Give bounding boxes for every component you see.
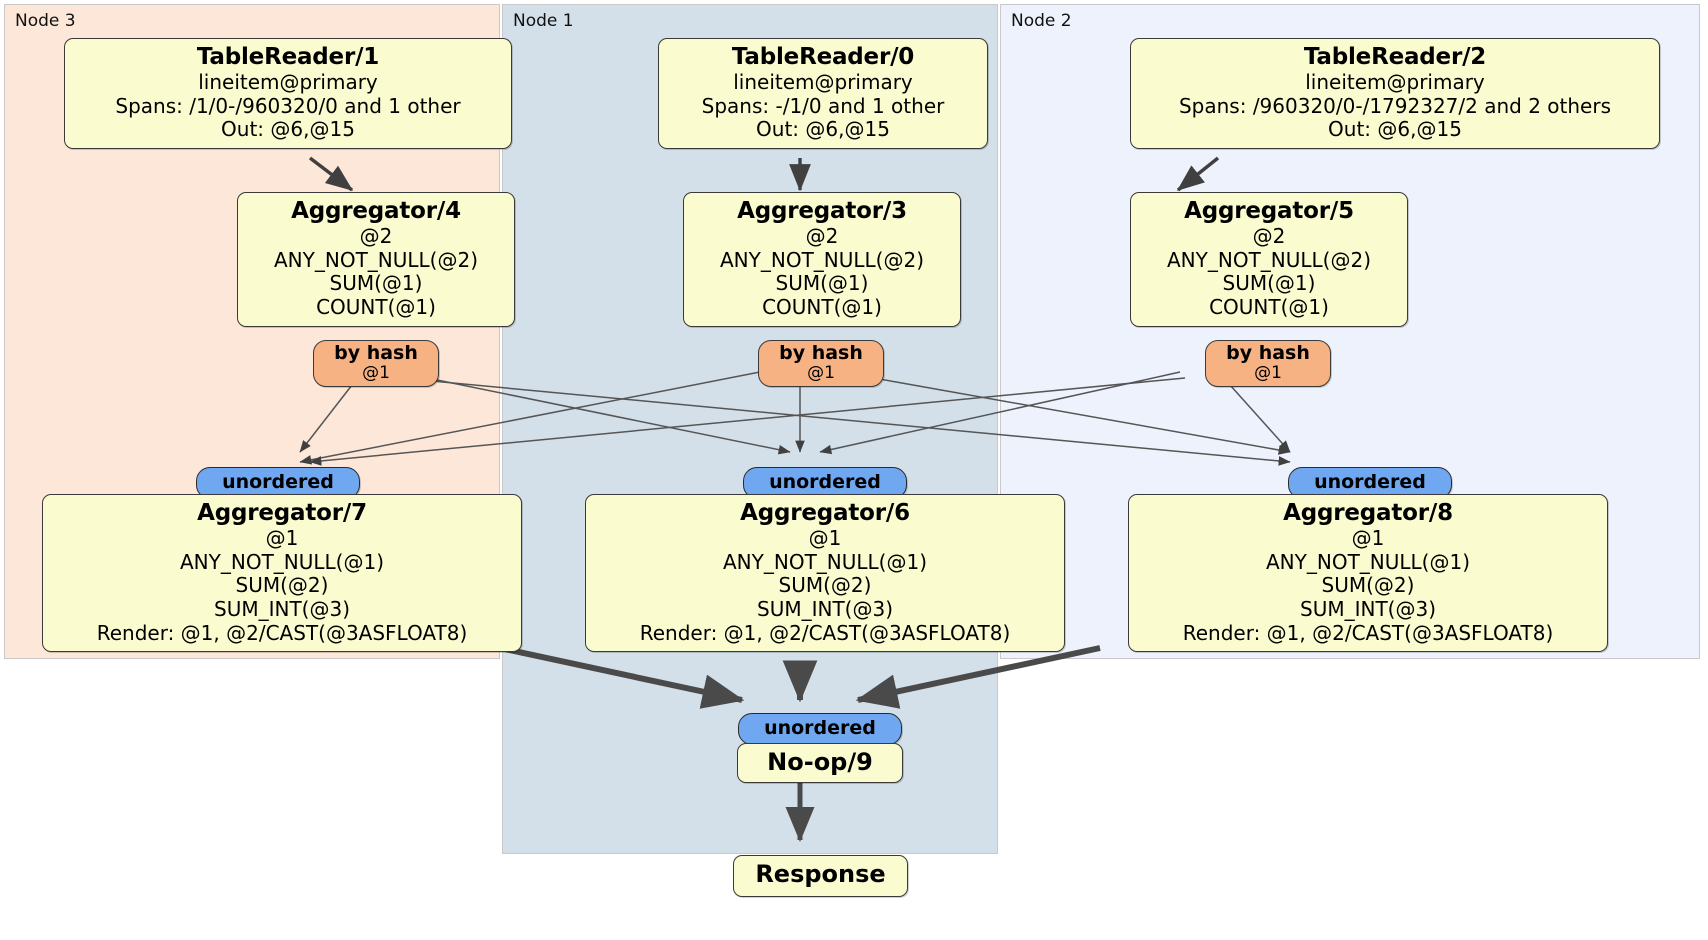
processor-line: ANY_NOT_NULL(@2) [274,247,478,272]
processor-tablereader0[interactable]: TableReader/0 lineitem@primary Spans: -/… [658,38,988,149]
processor-line: @2 [359,224,393,249]
processor-line: SUM_INT(@3) [1300,596,1436,621]
processor-title: TableReader/0 [731,44,915,70]
processor-line: Render: @1, @2/CAST(@3ASFLOAT8) [96,620,468,645]
synchronizer-unordered-noop9[interactable]: unordered [738,713,902,745]
processor-line: ANY_NOT_NULL(@1) [180,549,384,574]
processor-line: SUM(@1) [1222,271,1316,296]
processor-line: COUNT(@1) [316,294,436,319]
processor-tablereader2[interactable]: TableReader/2 lineitem@primary Spans: /9… [1130,38,1660,149]
synchronizer-unordered-aggregator8[interactable]: unordered [1288,467,1452,499]
processor-line: SUM(@2) [778,573,872,598]
processor-response[interactable]: Response [733,855,908,897]
processor-line: @1 [265,526,299,551]
router-sub: @1 [1254,362,1282,383]
synchronizer-unordered-aggregator6[interactable]: unordered [743,467,907,499]
processor-aggregator3[interactable]: Aggregator/3 @2 ANY_NOT_NULL(@2) SUM(@1)… [683,192,961,327]
processor-title: Aggregator/5 [1184,198,1354,224]
processor-line: SUM(@2) [235,573,329,598]
processor-line: SUM(@2) [1321,573,1415,598]
processor-line: Spans: /960320/0-/1792327/2 and 2 others [1178,93,1611,118]
processor-line: @1 [1351,526,1385,551]
processor-line: @2 [805,224,839,249]
synchronizer-label: unordered [764,717,876,739]
processor-title: Aggregator/4 [291,198,461,224]
processor-line: COUNT(@1) [1209,294,1329,319]
processor-line: Render: @1, @2/CAST(@3ASFLOAT8) [639,620,1011,645]
processor-tablereader1[interactable]: TableReader/1 lineitem@primary Spans: /1… [64,38,512,149]
synchronizer-label: unordered [1314,471,1426,493]
node-region-label-node2: Node 2 [1011,11,1072,31]
processor-line: @2 [1252,224,1286,249]
processor-line: ANY_NOT_NULL(@1) [1266,549,1470,574]
processor-title: No-op/9 [767,748,873,776]
synchronizer-label: unordered [769,471,881,493]
processor-line: Render: @1, @2/CAST(@3ASFLOAT8) [1182,620,1554,645]
processor-title: Response [755,860,886,888]
processor-title: TableReader/1 [196,44,380,70]
router-byhash-aggregator3[interactable]: by hash @1 [758,340,884,387]
processor-line: lineitem@primary [1305,70,1485,95]
processor-line: ANY_NOT_NULL(@2) [720,247,924,272]
processor-title: Aggregator/7 [197,500,367,526]
processor-title: Aggregator/6 [740,500,910,526]
processor-line: SUM_INT(@3) [757,596,893,621]
processor-title: Aggregator/8 [1283,500,1453,526]
processor-aggregator6[interactable]: Aggregator/6 @1 ANY_NOT_NULL(@1) SUM(@2)… [585,494,1065,653]
router-title: by hash [1226,342,1310,364]
processor-line: lineitem@primary [198,70,378,95]
processor-aggregator4[interactable]: Aggregator/4 @2 ANY_NOT_NULL(@2) SUM(@1)… [237,192,515,327]
processor-line: Spans: /1/0-/960320/0 and 1 other [115,93,461,118]
processor-line: SUM(@1) [775,271,869,296]
router-byhash-aggregator4[interactable]: by hash @1 [313,340,439,387]
processor-line: Out: @6,@15 [756,117,890,142]
processor-aggregator8[interactable]: Aggregator/8 @1 ANY_NOT_NULL(@1) SUM(@2)… [1128,494,1608,653]
processor-line: SUM(@1) [329,271,423,296]
processor-aggregator7[interactable]: Aggregator/7 @1 ANY_NOT_NULL(@1) SUM(@2)… [42,494,522,653]
processor-line: COUNT(@1) [762,294,882,319]
processor-aggregator5[interactable]: Aggregator/5 @2 ANY_NOT_NULL(@2) SUM(@1)… [1130,192,1408,327]
router-title: by hash [779,342,863,364]
router-title: by hash [334,342,418,364]
processor-line: lineitem@primary [733,70,913,95]
processor-title: TableReader/2 [1303,44,1487,70]
processor-line: ANY_NOT_NULL(@1) [723,549,927,574]
node-region-label-node3: Node 3 [15,11,76,31]
processor-line: Spans: -/1/0 and 1 other [701,93,945,118]
processor-title: Aggregator/3 [737,198,907,224]
processor-line: ANY_NOT_NULL(@2) [1167,247,1371,272]
processor-noop9[interactable]: No-op/9 [737,743,903,783]
processor-line: Out: @6,@15 [1328,117,1462,142]
router-sub: @1 [362,362,390,383]
node-region-label-node1: Node 1 [513,11,574,31]
processor-line: Out: @6,@15 [221,117,355,142]
synchronizer-label: unordered [222,471,334,493]
processor-line: SUM_INT(@3) [214,596,350,621]
router-sub: @1 [807,362,835,383]
processor-line: @1 [808,526,842,551]
router-byhash-aggregator5[interactable]: by hash @1 [1205,340,1331,387]
